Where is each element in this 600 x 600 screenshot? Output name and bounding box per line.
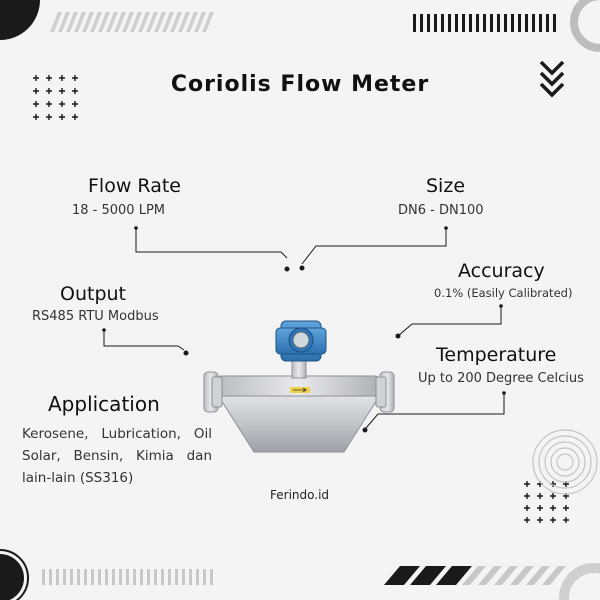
temperature-heading: Temperature [436,344,557,366]
plus-grid-icon [524,481,569,523]
flow-rate-value: 18 - 5000 LPM [72,203,166,218]
output-value: RS485 RTU Modbus [32,309,159,324]
flow-rate-heading: Flow Rate [88,175,181,197]
barcode-stripes [413,14,556,32]
size-heading: Size [426,175,466,197]
plus-grid-icon [33,75,78,120]
corner-circle-bottom-right [559,563,600,600]
barcode-stripes [42,569,213,585]
chevron-down-icon [539,60,565,98]
accuracy-value: 0.1% (Easily Calibrated) [434,286,573,300]
size-value: DN6 - DN100 [398,203,484,218]
page-title: Coriolis Flow Meter [170,72,430,97]
accuracy-heading: Accuracy [458,260,545,282]
corner-circle-top-right [570,0,600,52]
leader-lines [103,228,505,429]
output-heading: Output [60,283,126,305]
application-value: Kerosene, Lubrication, Oil Solar, Bensin… [22,426,212,486]
flow-meter-image [203,320,395,453]
brand-footer: Ferindo.id [270,488,330,502]
temperature-value: Up to 200 Degree Celcius [418,371,584,386]
corner-circle-bottom-left [0,554,24,600]
slanted-stripes-icon [50,12,214,32]
corner-circle-top-left [0,0,40,40]
slanted-stripes-icon [384,566,566,585]
concentric-circles-icon [532,429,598,495]
application-heading: Application [48,392,160,416]
